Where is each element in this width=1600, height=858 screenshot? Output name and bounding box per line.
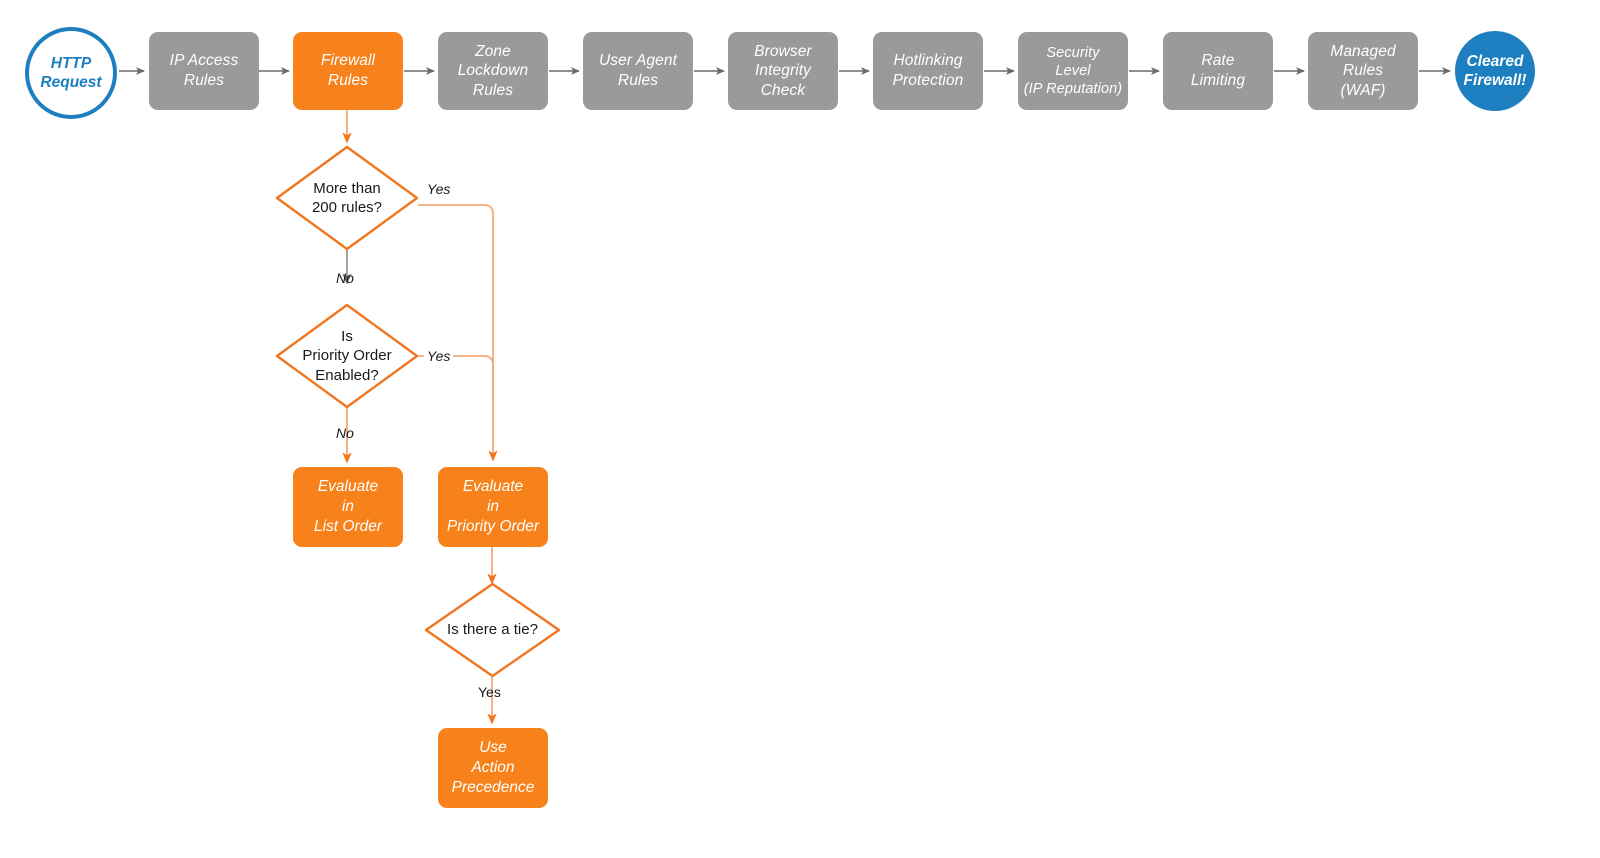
edge-decision1-yes <box>418 204 498 462</box>
node-browser-integrity-check[interactable]: Browser Integrity Check <box>728 32 838 110</box>
edge-label-decision1-no: No <box>336 270 354 286</box>
node-managed-rules-waf-label: Managed Rules (WAF) <box>1330 42 1396 99</box>
node-zone-lockdown-rules[interactable]: Zone Lockdown Rules <box>438 32 548 110</box>
node-use-action-precedence[interactable]: Use Action Precedence <box>438 728 548 808</box>
node-hotlinking-protection[interactable]: Hotlinking Protection <box>873 32 983 110</box>
node-hotlinking-protection-label: Hotlinking Protection <box>892 52 964 89</box>
node-security-level-label: Security Level (IP Reputation) <box>1023 44 1123 98</box>
diamond-shape-icon <box>424 582 561 678</box>
node-evaluate-in-priority-order-label: Evaluate in Priority Order <box>446 477 540 536</box>
node-evaluate-in-priority-order[interactable]: Evaluate in Priority Order <box>438 467 548 547</box>
node-zone-lockdown-rules-label: Zone Lockdown Rules <box>457 42 529 99</box>
node-evaluate-in-list-order-label: Evaluate in List Order <box>313 477 383 536</box>
node-decision-more-than-200-rules[interactable]: More than 200 rules? <box>275 145 419 251</box>
node-user-agent-rules-label: User Agent Rules <box>599 52 677 89</box>
node-ip-access-rules-label: IP Access Rules <box>169 52 239 89</box>
node-user-agent-rules[interactable]: User Agent Rules <box>583 32 693 110</box>
node-rate-limiting-label: Rate Limiting <box>1190 52 1246 89</box>
node-use-action-precedence-label: Use Action Precedence <box>451 738 535 797</box>
node-rate-limiting[interactable]: Rate Limiting <box>1163 32 1273 110</box>
node-cleared-firewall[interactable]: Cleared Firewall! <box>1455 31 1535 111</box>
node-decision-is-priority-order-enabled[interactable]: Is Priority Order Enabled? <box>275 303 419 409</box>
node-firewall-rules-label: Firewall Rules <box>320 52 376 89</box>
node-evaluate-in-list-order[interactable]: Evaluate in List Order <box>293 467 403 547</box>
node-browser-integrity-check-label: Browser Integrity Check <box>754 42 812 99</box>
node-decision-more-than-200-rules-label: More than 200 rules? <box>311 179 383 217</box>
node-http-request-label: HTTP Request <box>40 54 102 91</box>
node-decision-is-there-a-tie-label: Is there a tie? <box>447 621 538 639</box>
node-decision-is-priority-order-enabled-label: Is Priority Order Enabled? <box>302 327 392 384</box>
node-decision-is-there-a-tie[interactable]: Is there a tie? <box>424 582 561 678</box>
node-http-request[interactable]: HTTP Request <box>25 27 117 119</box>
node-security-level[interactable]: Security Level (IP Reputation) <box>1018 32 1128 110</box>
edge-label-decision2-no: No <box>336 425 354 441</box>
edge-label-decision1-yes: Yes <box>427 181 451 197</box>
node-firewall-rules[interactable]: Firewall Rules <box>293 32 403 110</box>
node-cleared-firewall-label: Cleared Firewall! <box>1463 52 1527 89</box>
edge-label-decision2-yes: Yes <box>424 348 454 364</box>
node-managed-rules-waf[interactable]: Managed Rules (WAF) <box>1308 32 1418 110</box>
edge-label-decision3-yes: Yes <box>478 684 501 700</box>
node-ip-access-rules[interactable]: IP Access Rules <box>149 32 259 110</box>
diamond-shape-icon <box>275 145 419 251</box>
